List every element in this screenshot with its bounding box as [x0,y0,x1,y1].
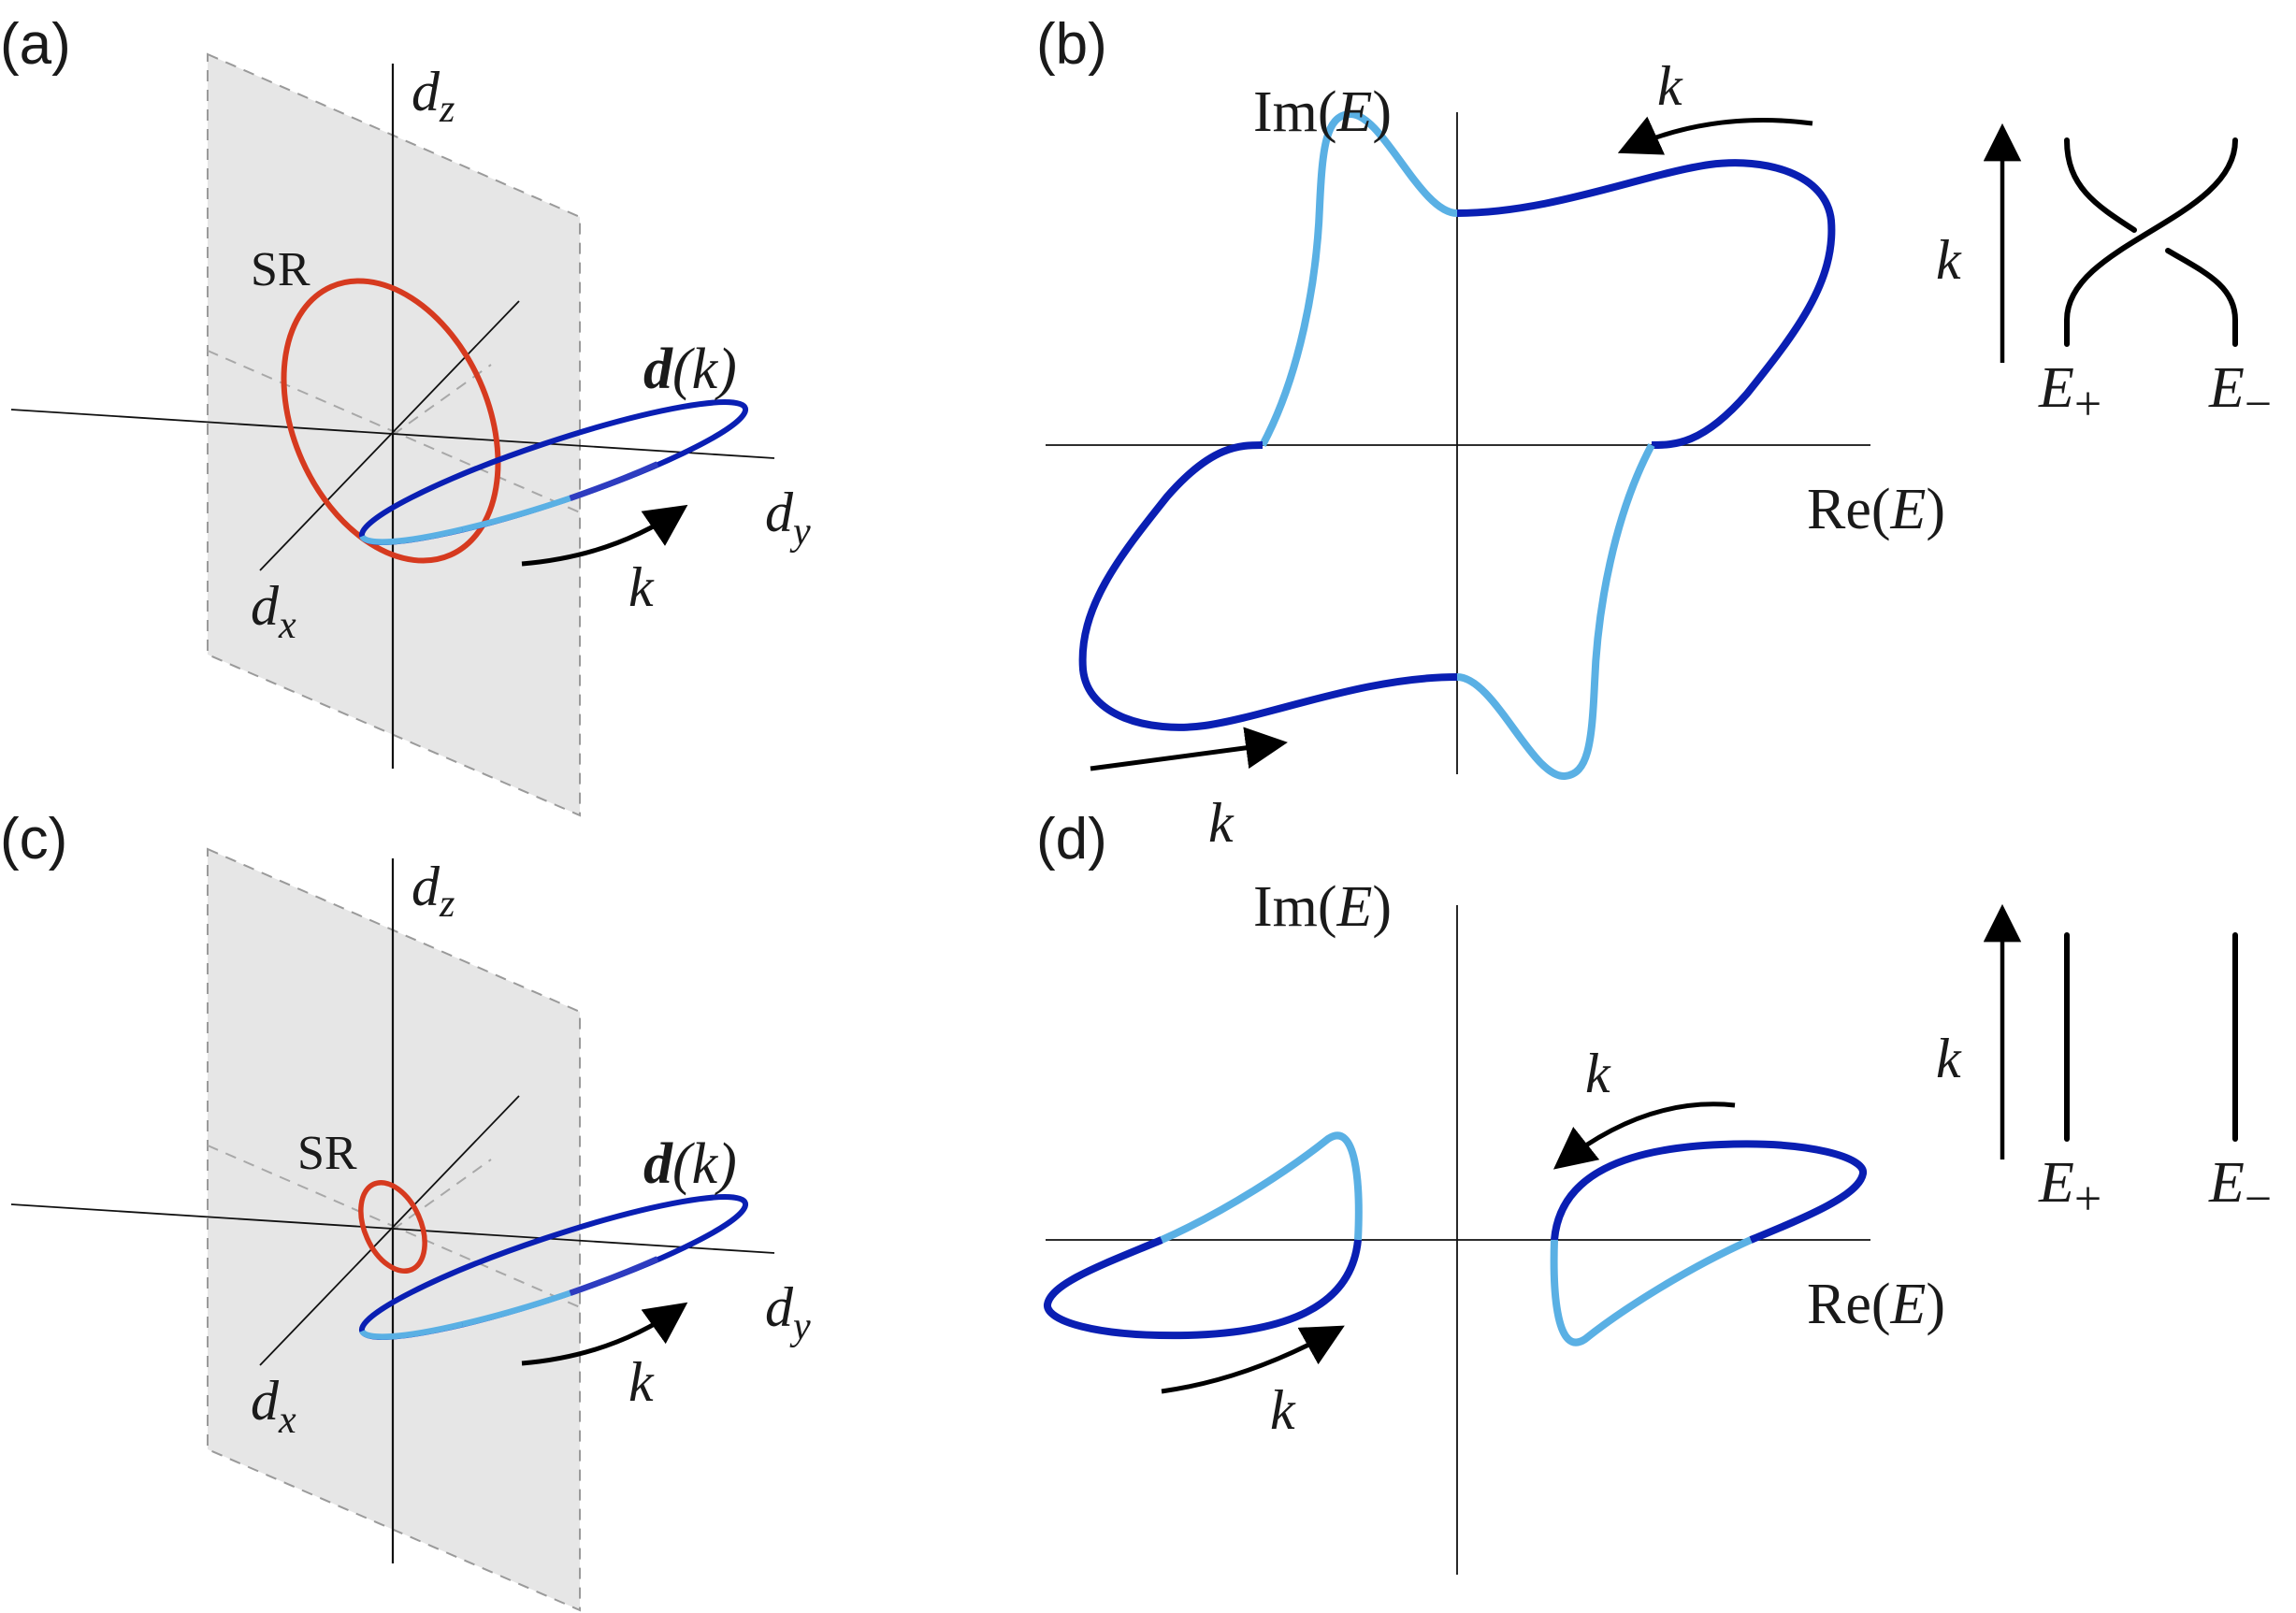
panel-c-dy-axis [10,1203,775,1254]
panel-c-dy-sub: y [789,1305,811,1348]
panel-d-k-arrow-bottom [1161,1325,1345,1394]
panel-d-e-plus-sub: + [2074,1173,2101,1226]
panel-d-k-arrow-top [1552,1102,1736,1170]
svg-text:E−: E− [2208,1151,2272,1226]
svg-text:Im(E): Im(E) [1253,80,1392,144]
panel-c-dy-label: d [765,1276,794,1338]
panel-b-k-bottom-label: k [1208,792,1235,854]
panel-b-braid-strand-plus [2064,137,2238,347]
panel-b-im-var: E [1336,80,1373,144]
panel-d-im-var: E [1336,875,1373,939]
panel-d-e-minus-label: E [2208,1151,2245,1215]
panel-a-dx-label: d [251,575,280,637]
panel-c-hidden-dx-axis [392,1159,492,1231]
panel-c-label: (c) [0,807,67,871]
panel-a-sr-label: SR [251,243,310,296]
panel-c-dx-sub: x [278,1399,296,1442]
panel-b-im-suffix: ) [1372,80,1392,144]
panel-a-dx-sub: x [278,604,296,647]
panel-d-left-loop [1044,1131,1363,1340]
panel-a-dz-label: d [412,61,440,122]
panel-d-k-bottom-label: k [1270,1379,1296,1441]
panel-b-k-arrow-top [1617,116,1813,155]
svg-text:dz: dz [412,61,455,131]
panel-a-dx-axis [259,300,520,571]
panel-d-re-prefix: Re( [1807,1273,1891,1336]
svg-text:dy: dy [765,482,811,554]
panel-b: (b) Im(E) Re(E) k k k E+ E− [1036,12,2272,854]
svg-text:E+: E+ [2038,356,2101,431]
svg-text:d(k): d(k) [643,338,737,401]
panel-b-k-top-label: k [1657,55,1683,117]
panel-c-k-arrow [521,1302,688,1366]
svg-text:E−: E− [2208,356,2272,431]
panel-a-dk-rest: (k) [672,338,737,401]
panel-b-braid-k-label: k [1936,229,1962,291]
panel-d-right-loop [1550,1140,1867,1347]
svg-text:Im(E): Im(E) [1253,875,1392,939]
panel-a-dk-bold: d [643,338,673,401]
panel-b-e-plus-label: E [2038,356,2074,420]
panel-c-dk-bold: d [643,1132,673,1196]
svg-text:Re(E): Re(E) [1807,478,1945,541]
panel-b-re-var: E [1890,478,1927,541]
panel-a-k-label: k [628,556,655,618]
panel-b-spectrum-loop [1078,110,1836,780]
panel-b-im-prefix: Im( [1253,80,1337,144]
panel-c-sr-circle [358,1179,427,1275]
panel-b-braid-strand-minus-lower [2165,248,2238,347]
svg-text:E+: E+ [2038,1151,2101,1226]
panel-b-re-suffix: ) [1926,478,1945,541]
panel-c-k-label: k [628,1351,655,1413]
svg-text:dx: dx [251,575,296,647]
panel-d-im-prefix: Im( [1253,875,1337,939]
svg-text:dz: dz [412,856,455,926]
panel-b-e-minus-label: E [2208,356,2245,420]
panel-d-k-top-label: k [1585,1043,1611,1104]
panel-c-dz-sub: z [439,883,455,926]
svg-text:dy: dy [765,1276,811,1348]
panel-d-e-plus-label: E [2038,1151,2074,1215]
panel-a-sr-circle [281,278,501,564]
panel-a-dz-sub: z [439,88,455,131]
panel-a-dy-sub: y [789,511,811,554]
panel-d-e-minus-sub: − [2245,1173,2272,1226]
panel-d-braid-k-label: k [1936,1028,1962,1089]
panel-b-e-minus-sub: − [2245,378,2272,431]
panel-d-im-suffix: ) [1372,875,1392,939]
panel-c-sr-label: SR [297,1127,357,1180]
panel-b-label: (b) [1036,12,1107,77]
panel-d-re-suffix: ) [1926,1273,1945,1336]
panel-d: (d) Im(E) Re(E) k k k E+ E− [1036,807,2272,1575]
panel-a-dy-axis [10,409,775,459]
panel-c-dx-axis [259,1095,520,1366]
panel-a-k-arrow [521,504,688,567]
panel-c-dz-label: d [412,856,440,917]
panel-b-braid-strand-minus-upper [2064,137,2137,233]
panel-c-dx-label: d [251,1370,280,1432]
panel-a-label: (a) [0,12,71,77]
panel-c-dk-loop [358,1194,749,1340]
panel-d-label: (d) [1036,807,1107,871]
panel-d-re-var: E [1890,1273,1927,1336]
panel-b-k-arrow-bottom [1090,727,1288,771]
panel-a: (a) dz dy dx SR d(k) k [0,12,811,817]
svg-text:d(k): d(k) [643,1132,737,1196]
panel-c: (c) dz dy dx SR d(k) k [0,807,811,1612]
panel-c-dk-rest: (k) [672,1132,737,1196]
svg-text:Re(E): Re(E) [1807,1273,1945,1336]
panel-b-re-prefix: Re( [1807,478,1891,541]
panel-b-e-plus-sub: + [2074,378,2101,431]
panel-a-dk-loop [358,399,749,545]
panel-a-dy-label: d [765,482,794,543]
svg-text:dx: dx [251,1370,296,1442]
